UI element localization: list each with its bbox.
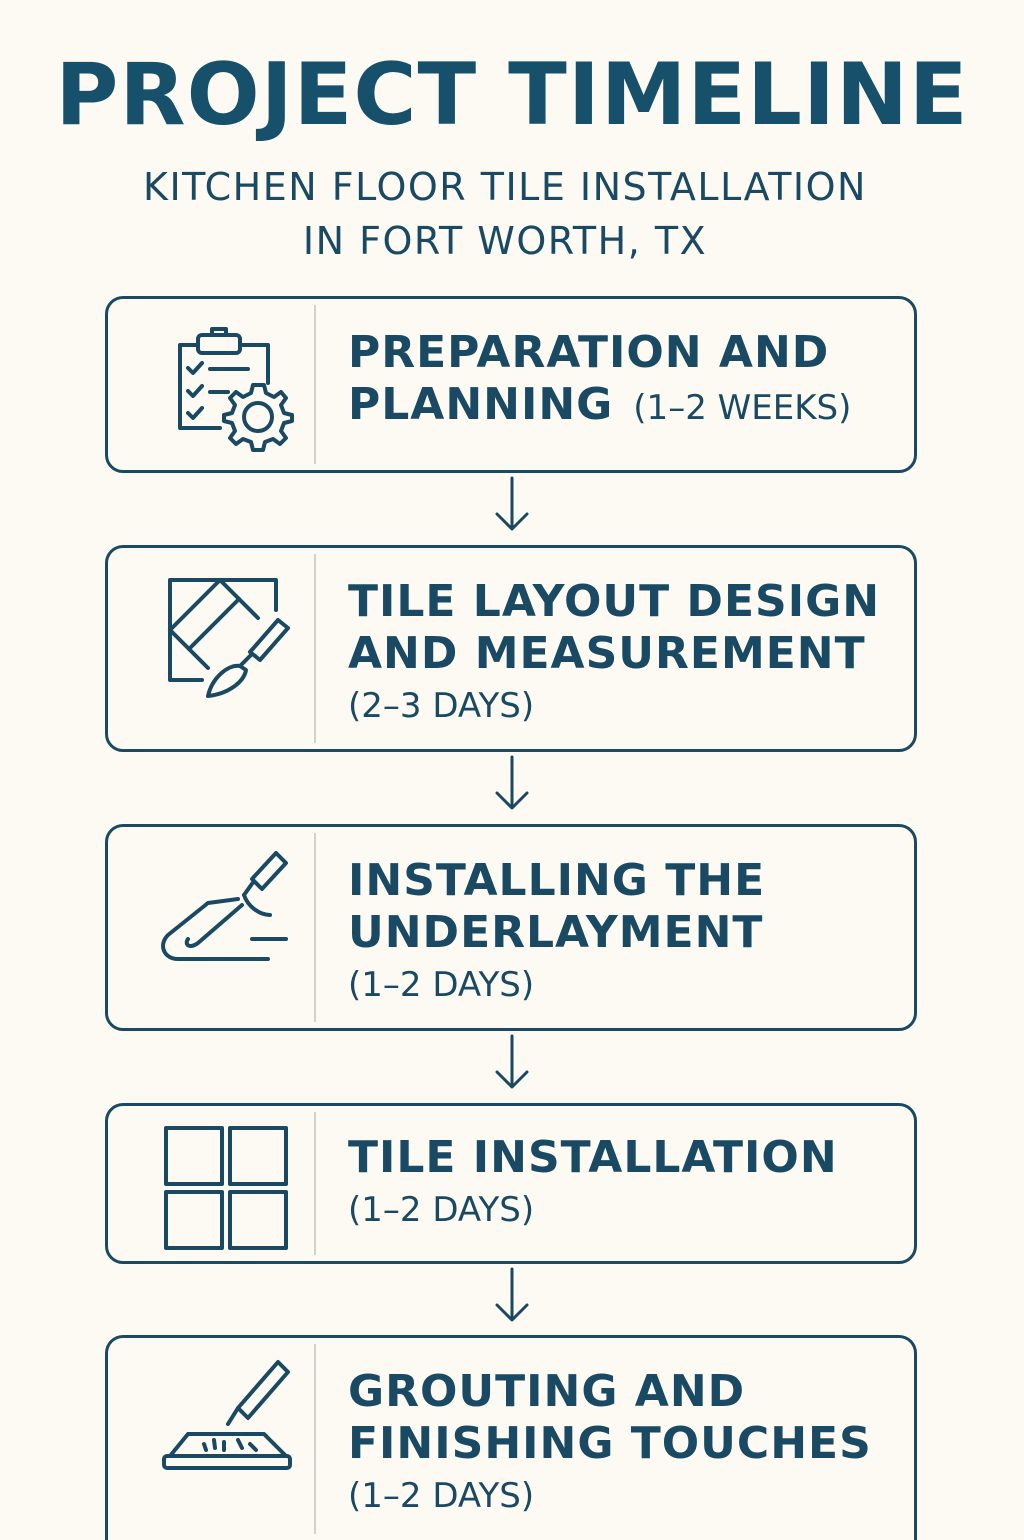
step-duration: (2–3 DAYS) (348, 686, 535, 726)
step-duration: (1–2 WEEKS) (633, 388, 852, 428)
subtitle-line-2: IN FORT WORTH, TX (302, 219, 708, 263)
step-title-line-2: AND MEASUREMENT (348, 628, 866, 679)
step-title: TILE LAYOUT DESIGN (348, 576, 881, 627)
step-duration: (1–2 DAYS) (348, 965, 535, 1005)
step-title: TILE INSTALLATION (348, 1132, 838, 1183)
card-divider (314, 305, 316, 464)
step-card-layout: TILE LAYOUT DESIGN AND MEASUREMENT (2–3 … (105, 545, 917, 752)
arrow-down-icon (495, 1034, 529, 1089)
step-title: PREPARATION AND (348, 327, 830, 378)
step-duration: (1–2 DAYS) (348, 1476, 535, 1516)
grout-float-icon (148, 1352, 298, 1502)
step-title-line-2: FINISHING TOUCHES (348, 1418, 872, 1469)
step-card-tile-installation: TILE INSTALLATION (1–2 DAYS) (105, 1103, 917, 1264)
subtitle-line-1: KITCHEN FLOOR TILE INSTALLATION (143, 165, 867, 209)
step-card-underlayment: INSTALLING THE UNDERLAYMENT (1–2 DAYS) (105, 824, 917, 1031)
card-divider (314, 833, 316, 1022)
step-title: INSTALLING THE (348, 855, 766, 906)
clipboard-gear-icon (148, 313, 298, 463)
step-title-line-2: UNDERLAYMENT (348, 907, 764, 958)
arrow-down-icon (495, 1267, 529, 1322)
page-subtitle: KITCHEN FLOOR TILE INSTALLATION IN FORT … (0, 160, 1010, 268)
step-title: GROUTING AND (348, 1366, 746, 1417)
arrow-down-icon (495, 755, 529, 810)
tile-trowel-icon (148, 572, 298, 722)
step-title-line-2: PLANNING (348, 379, 614, 430)
card-divider (314, 1344, 316, 1534)
card-divider (314, 554, 316, 743)
step-duration: (1–2 DAYS) (348, 1190, 535, 1230)
four-tiles-icon (148, 1110, 298, 1260)
arrow-down-icon (495, 476, 529, 531)
step-card-grouting: GROUTING AND FINISHING TOUCHES (1–2 DAYS… (105, 1335, 917, 1540)
page-title: PROJECT TIMELINE (55, 45, 969, 145)
trowel-spread-icon (148, 845, 298, 995)
step-card-preparation: PREPARATION AND PLANNING (1–2 WEEKS) (105, 296, 917, 473)
card-divider (314, 1112, 316, 1255)
